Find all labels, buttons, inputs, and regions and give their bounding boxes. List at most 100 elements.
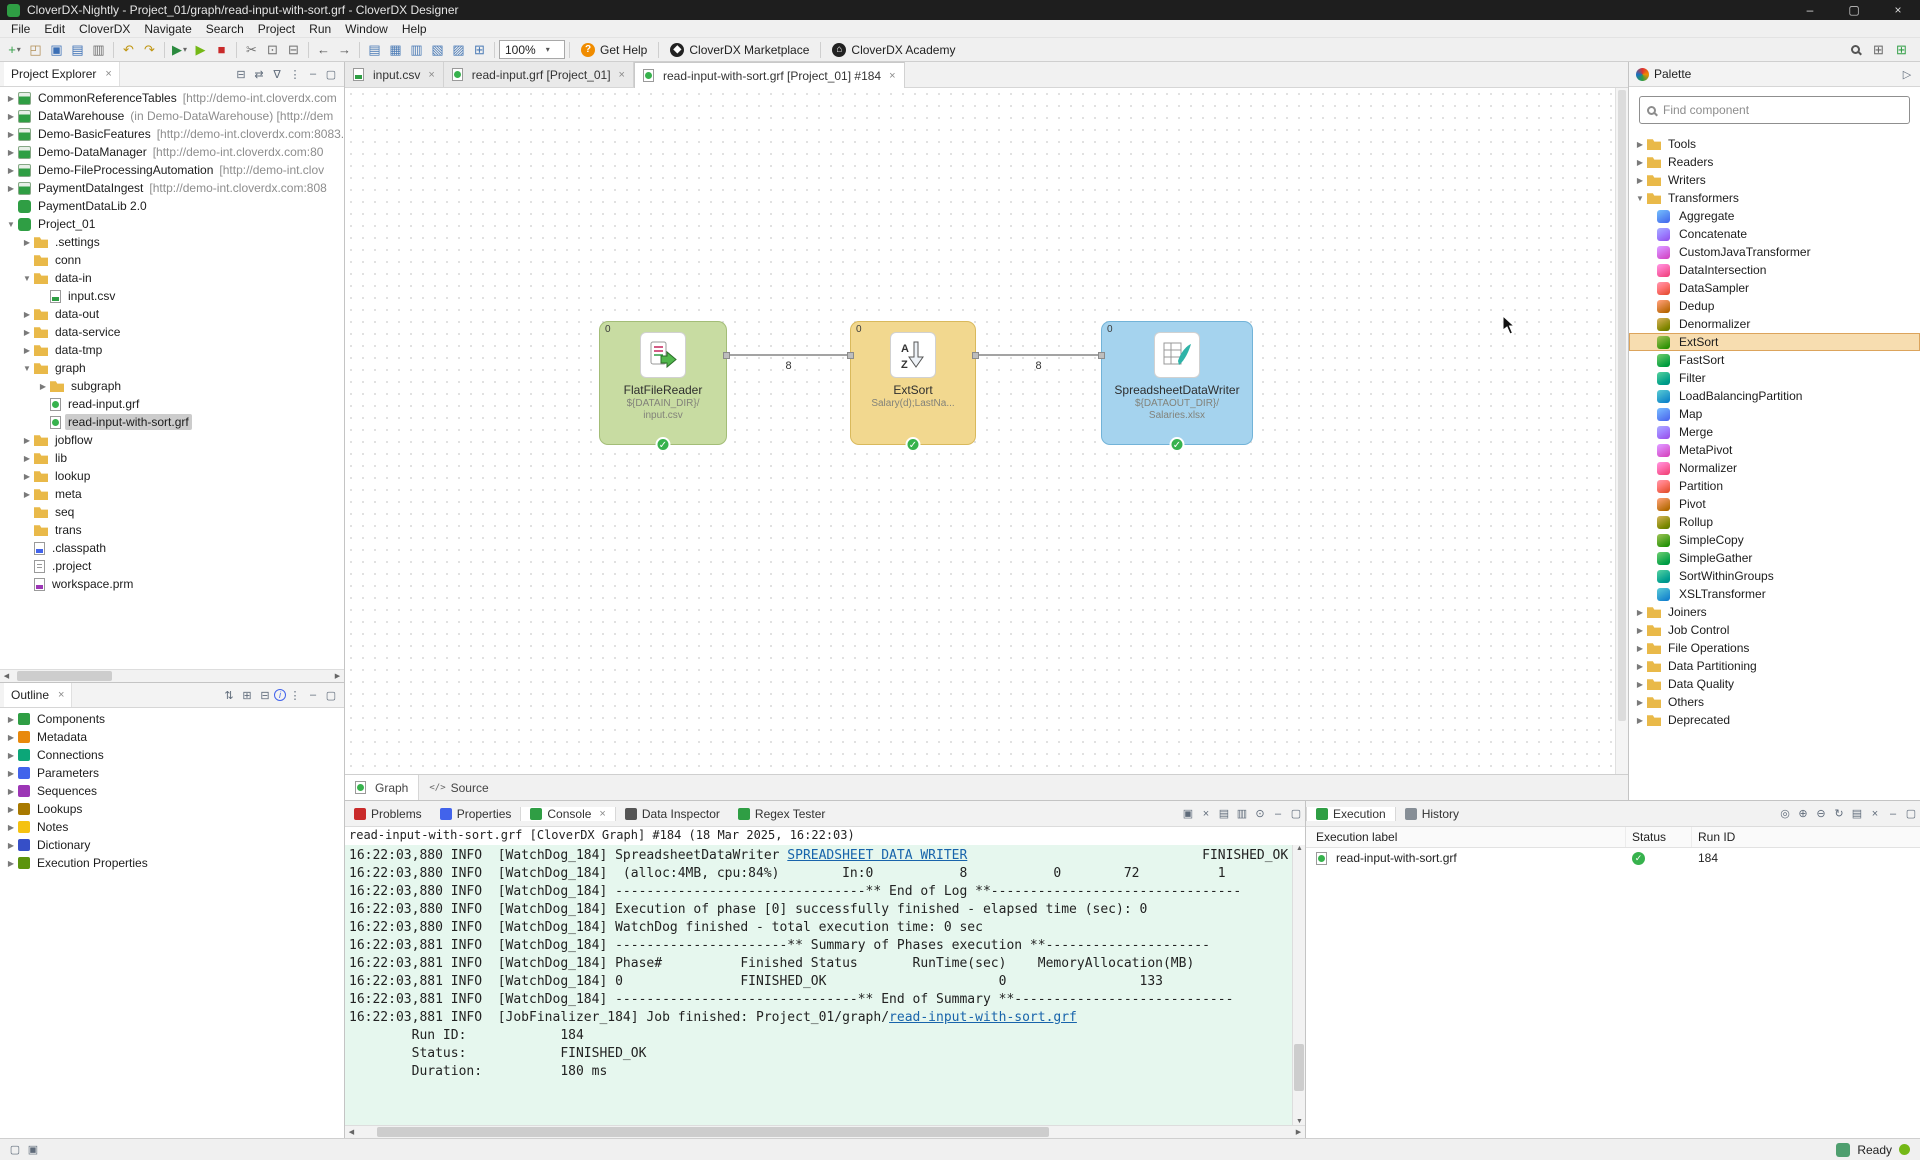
palette-item-pivot[interactable]: Pivot: [1629, 495, 1920, 513]
project-explorer-tab[interactable]: Project Explorer ×: [4, 62, 120, 86]
input-port[interactable]: [1098, 352, 1105, 359]
tree-item-datawarehouse[interactable]: ▶DataWarehouse(in Demo-DataWarehouse) [h…: [0, 107, 344, 125]
canvas-vertical-scrollbar[interactable]: [1615, 88, 1628, 774]
open-perspective-button[interactable]: ⊞: [1868, 40, 1889, 60]
chevron-right-icon[interactable]: ▶: [7, 858, 15, 868]
palette-item-concatenate[interactable]: Concatenate: [1629, 225, 1920, 243]
chevron-right-icon[interactable]: ▶: [23, 327, 31, 337]
tab-problems[interactable]: Problems: [345, 807, 431, 821]
tree-item-project[interactable]: .project: [0, 557, 344, 575]
palette-item-partition[interactable]: Partition: [1629, 477, 1920, 495]
link-with-editor-button[interactable]: ⇄: [254, 68, 264, 81]
print-button[interactable]: ▥: [88, 40, 109, 60]
chevron-right-icon[interactable]: ▶: [7, 804, 15, 814]
palette-item-datasampler[interactable]: DataSampler: [1629, 279, 1920, 297]
tab-regex-tester[interactable]: Regex Tester: [729, 807, 834, 821]
chevron-right-icon[interactable]: ▶: [1636, 661, 1644, 671]
chevron-right-icon[interactable]: ▶: [7, 732, 15, 742]
outline-item-lookups[interactable]: ▶Lookups: [0, 800, 344, 818]
close-icon[interactable]: ×: [889, 69, 896, 82]
display-selected-console-button[interactable]: ▤: [1218, 808, 1230, 820]
edge-connector[interactable]: [726, 354, 851, 356]
palette-group-job-control[interactable]: ▶Job Control: [1629, 621, 1920, 639]
close-icon[interactable]: ×: [58, 689, 65, 701]
output-port[interactable]: [972, 352, 979, 359]
tree-item-read-input-with-sort-grf[interactable]: read-input-with-sort.grf: [0, 413, 344, 431]
info-icon[interactable]: i: [274, 689, 286, 701]
chevron-right-icon[interactable]: ▶: [1636, 607, 1644, 617]
palette-item-denormalizer[interactable]: Denormalizer: [1629, 315, 1920, 333]
toggle-grid-button[interactable]: ⊞: [469, 40, 490, 60]
palette-item-loadbalancingpartition[interactable]: LoadBalancingPartition: [1629, 387, 1920, 405]
open-console-button[interactable]: ▥: [1236, 808, 1248, 820]
pin-console-button[interactable]: ⊙: [1255, 808, 1265, 820]
palette-item-normalizer[interactable]: Normalizer: [1629, 459, 1920, 477]
search-button[interactable]: [1845, 40, 1866, 60]
chevron-right-icon[interactable]: ▶: [7, 768, 15, 778]
tree-item-input-csv[interactable]: input.csv: [0, 287, 344, 305]
minimize-button[interactable]: –: [309, 689, 317, 701]
refresh-button[interactable]: ↻: [1834, 808, 1844, 820]
scrollbar-thumb[interactable]: [1618, 90, 1626, 722]
tree-item-data-service[interactable]: ▶data-service: [0, 323, 344, 341]
log-button[interactable]: ▤: [1851, 808, 1863, 820]
palette-item-simplecopy[interactable]: SimpleCopy: [1629, 531, 1920, 549]
chevron-right-icon[interactable]: ▶: [7, 111, 15, 121]
menu-help[interactable]: Help: [401, 21, 427, 36]
chevron-right-icon[interactable]: ▶: [23, 345, 31, 355]
cloverdx-perspective-button[interactable]: ⊞: [1891, 40, 1912, 60]
collapse-palette-icon[interactable]: ▷: [1902, 68, 1912, 81]
outline-item-connections[interactable]: ▶Connections: [0, 746, 344, 764]
chevron-right-icon[interactable]: ▶: [1636, 697, 1644, 707]
menu-window[interactable]: Window: [345, 21, 388, 36]
chevron-right-icon[interactable]: ▶: [7, 714, 15, 724]
chevron-right-icon[interactable]: ▶: [23, 489, 31, 499]
console-horizontal-scrollbar[interactable]: ◀ ▶: [345, 1125, 1305, 1138]
scroll-down-icon[interactable]: ▼: [1296, 1118, 1303, 1125]
editor-tab-input-csv[interactable]: input.csv×: [345, 62, 444, 87]
chevron-right-icon[interactable]: ▶: [39, 381, 47, 391]
chevron-right-icon[interactable]: ▶: [7, 93, 15, 103]
chevron-right-icon[interactable]: ▶: [1636, 643, 1644, 653]
chevron-right-icon[interactable]: ▶: [1636, 139, 1644, 149]
tree-item-data-tmp[interactable]: ▶data-tmp: [0, 341, 344, 359]
minimize-button[interactable]: –: [1274, 807, 1282, 820]
palette-item-aggregate[interactable]: Aggregate: [1629, 207, 1920, 225]
editor-layout-icon[interactable]: ▣: [27, 1144, 39, 1156]
chevron-right-icon[interactable]: ▶: [1636, 679, 1644, 689]
close-window-button[interactable]: ×: [1894, 3, 1902, 17]
chevron-right-icon[interactable]: ▶: [7, 147, 15, 157]
clear-console-button[interactable]: ×: [1202, 807, 1210, 820]
console-vertical-scrollbar[interactable]: ▲ ▼: [1292, 845, 1305, 1125]
stop-button[interactable]: ■: [211, 40, 232, 60]
tree-item-jobflow[interactable]: ▶jobflow: [0, 431, 344, 449]
tab-data-inspector[interactable]: Data Inspector: [616, 807, 729, 821]
maximize-button[interactable]: ▢: [1290, 808, 1302, 820]
palette-item-dedup[interactable]: Dedup: [1629, 297, 1920, 315]
remove-button[interactable]: ⊖: [1816, 808, 1826, 820]
align-left-button[interactable]: ▤: [364, 40, 385, 60]
maximize-button[interactable]: ▢: [1905, 808, 1917, 820]
outline-item-sequences[interactable]: ▶Sequences: [0, 782, 344, 800]
tab-history[interactable]: History: [1396, 807, 1468, 821]
outline-item-components[interactable]: ▶Components: [0, 710, 344, 728]
tree-item-data-in[interactable]: ▼data-in: [0, 269, 344, 287]
palette-group-transformers[interactable]: ▼Transformers: [1629, 189, 1920, 207]
expand-all-button[interactable]: ⊞: [242, 689, 252, 702]
chevron-right-icon[interactable]: ▶: [23, 435, 31, 445]
palette-item-sortwithingroups[interactable]: SortWithinGroups: [1629, 567, 1920, 585]
scrollbar-thumb[interactable]: [1294, 1043, 1304, 1092]
close-icon[interactable]: ×: [618, 68, 625, 81]
tree-item-demo-fileprocessingautomation[interactable]: ▶Demo-FileProcessingAutomation[http://de…: [0, 161, 344, 179]
palette-item-rollup[interactable]: Rollup: [1629, 513, 1920, 531]
copy-button[interactable]: ⊡: [262, 40, 283, 60]
add-button[interactable]: ⊕: [1798, 808, 1808, 820]
run-configurations-button[interactable]: ▶: [190, 40, 211, 60]
view-tab-source[interactable]: </>Source: [419, 775, 498, 800]
cloverdx-academy-button[interactable]: ⌂CloverDX Academy: [825, 42, 962, 57]
chevron-right-icon[interactable]: ▶: [7, 822, 15, 832]
cloverdx-marketplace-button[interactable]: ◆CloverDX Marketplace: [663, 42, 816, 57]
scroll-left-icon[interactable]: ◀: [3, 673, 10, 680]
tree-item-demo-datamanager[interactable]: ▶Demo-DataManager[http://demo-int.clover…: [0, 143, 344, 161]
